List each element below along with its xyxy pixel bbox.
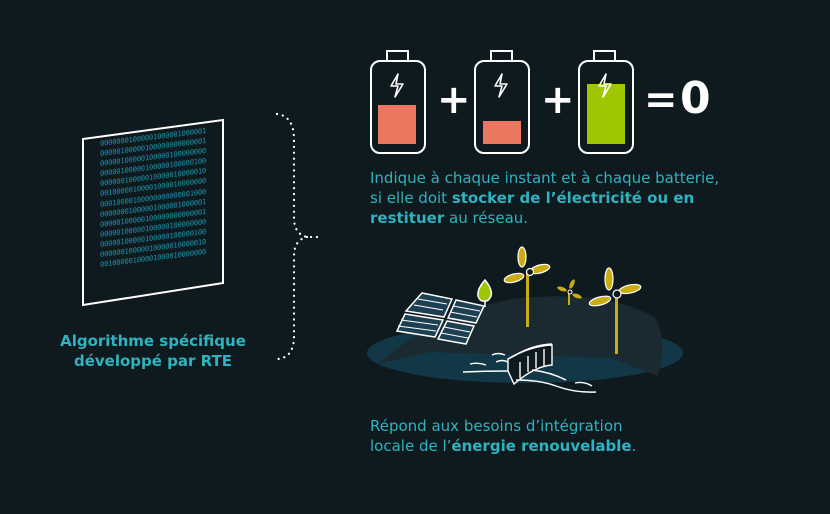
lightning-icon: [390, 73, 404, 98]
battery-2: [474, 50, 530, 154]
algorithm-label-line1: Algorithme spécifique: [60, 332, 246, 350]
wind-turbine-small: [557, 279, 582, 305]
wind-turbine-1: [503, 246, 551, 327]
caption-text: au réseau.: [444, 209, 529, 227]
solar-panels: [395, 292, 486, 345]
caption-text: locale de l’: [370, 437, 452, 455]
caption-bold-text: stocker de l’électricité ou en: [451, 189, 695, 207]
hydro-dam: [462, 343, 597, 393]
battery-caption-line1: Indique à chaque instant et à chaque bat…: [370, 169, 720, 187]
algorithm-label-line2: développé par RTE: [73, 352, 232, 370]
algorithm-label: Algorithme spécifique développé par RTE: [38, 331, 268, 371]
hill: [378, 296, 663, 376]
battery-caption-line2: si elle doit stocker de l’électricité ou…: [370, 188, 730, 208]
lightning-icon: [494, 73, 508, 98]
wind-turbine-2: [588, 267, 642, 354]
renewable-caption-line2: locale de l’énergie renouvelable.: [370, 436, 710, 456]
renewable-caption: Répond aux besoins d’intégration locale …: [370, 416, 710, 456]
plus-sign: +: [437, 77, 471, 123]
caption-bold-text: énergie renouvelable: [451, 437, 632, 455]
renewable-caption-line1: Répond aux besoins d’intégration: [370, 417, 623, 435]
result-zero: 0: [680, 73, 711, 124]
lightning-icon: [598, 73, 612, 98]
battery-3: [578, 50, 634, 154]
battery-caption-line3: restituer au réseau.: [370, 208, 730, 228]
caption-text: .: [631, 437, 637, 455]
plus-sign: +: [541, 77, 575, 123]
equals-sign: =: [644, 77, 678, 123]
caption-bold-text: restituer: [370, 209, 445, 227]
tree: [477, 278, 493, 307]
battery-caption: Indique à chaque instant et à chaque bat…: [370, 168, 730, 228]
caption-text: si elle doit: [370, 189, 452, 207]
battery-1: [370, 50, 426, 154]
